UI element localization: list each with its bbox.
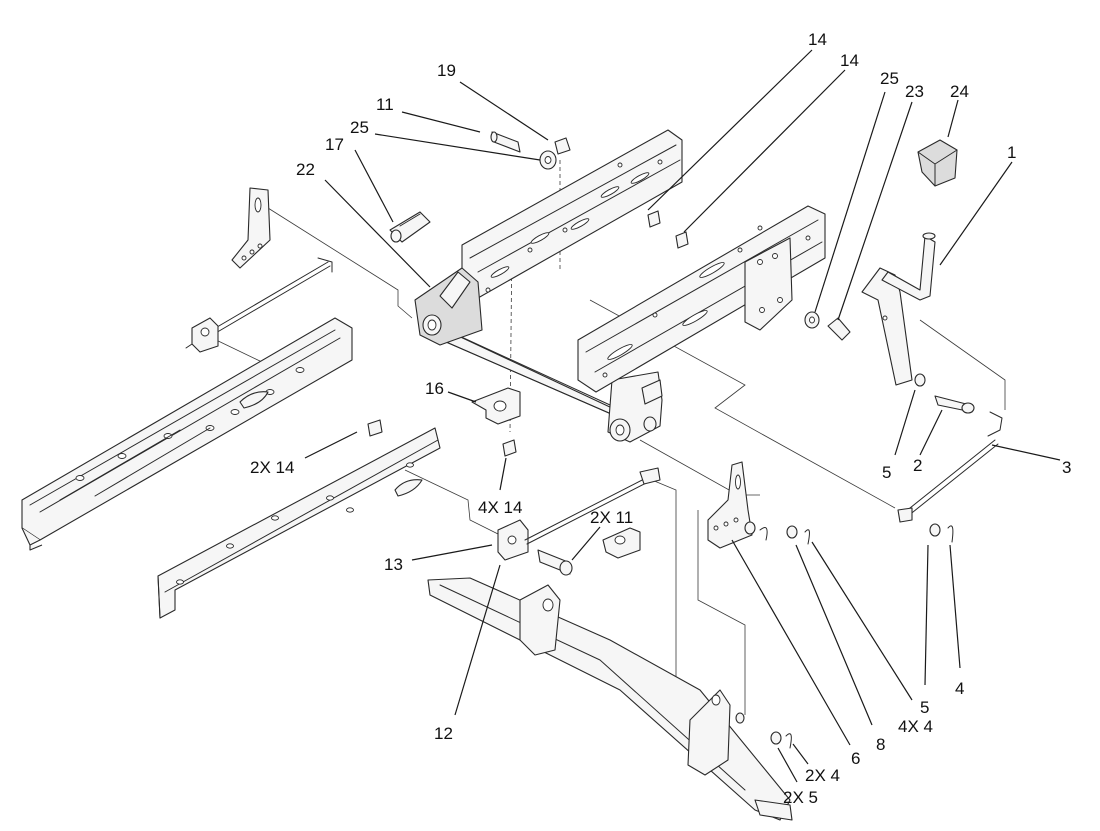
pivot-arm	[607, 371, 663, 443]
upper-fasteners	[389, 131, 571, 243]
callout-25b: 25	[880, 69, 899, 88]
link-rod	[897, 411, 1003, 523]
callout-11: 11	[376, 95, 394, 114]
callout-4x14: 4X 14	[478, 498, 522, 517]
callout-14a: 14	[808, 30, 827, 49]
callout-19: 19	[437, 61, 456, 80]
callout-2x11: 2X 11	[590, 508, 633, 527]
channel-center	[461, 129, 683, 299]
main-shaft	[414, 267, 626, 421]
callout-14b: 14	[840, 51, 859, 70]
clips	[367, 210, 689, 559]
callout-12: 12	[434, 724, 453, 743]
side-plate-left-lower	[157, 427, 441, 619]
callout-23: 23	[905, 82, 924, 101]
side-plate-left	[21, 317, 353, 551]
callout-2x4: 2X 4	[805, 766, 840, 785]
bracket-right-lower	[707, 461, 954, 549]
spacer-group	[804, 311, 975, 414]
callout-16: 16	[425, 379, 444, 398]
assembly-lines	[211, 160, 1006, 715]
callout-3: 3	[1062, 458, 1071, 477]
callout-13: 13	[384, 555, 403, 574]
callout-17: 17	[325, 135, 344, 154]
callout-8: 8	[876, 735, 885, 754]
lower-linkage	[497, 467, 661, 576]
channel-right	[577, 205, 826, 393]
callout-2: 2	[913, 456, 922, 475]
callout-2x5: 2X 5	[783, 788, 818, 807]
callout-labels: 14 14 19 11 25 17 22 25 23 24 1 16 2X 14…	[250, 30, 1071, 807]
callout-4x4: 4X 4	[898, 717, 933, 736]
callout-6: 6	[851, 749, 860, 768]
lever-right	[861, 139, 958, 386]
bracket-left	[231, 187, 271, 269]
callout-1: 1	[1007, 143, 1016, 162]
callout-5a: 5	[882, 463, 891, 482]
callout-4: 4	[955, 679, 964, 698]
callout-22: 22	[296, 160, 315, 179]
lower-frame	[427, 577, 793, 821]
callout-2x14: 2X 14	[250, 458, 294, 477]
leader-lines	[304, 49, 1061, 783]
callout-25a: 25	[350, 118, 369, 137]
callout-24: 24	[950, 82, 969, 101]
callout-5b: 5	[920, 698, 929, 717]
rod-left-upper	[185, 257, 333, 353]
